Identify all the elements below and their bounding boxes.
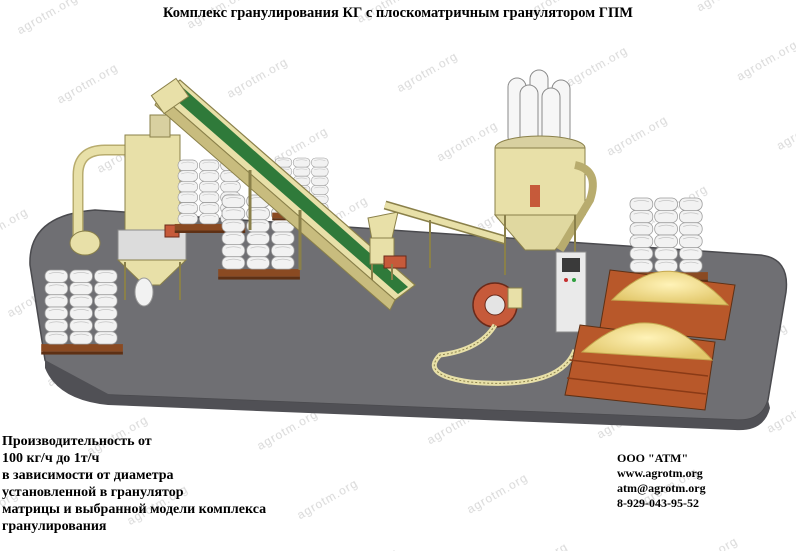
bag-stack-right xyxy=(626,198,708,283)
bag-stack-left xyxy=(41,270,123,355)
performance-line: установленной в гранулятор xyxy=(2,485,184,500)
page-title: Комплекс гранулирования КГ с плоскоматри… xyxy=(163,5,633,21)
cyclone-duct xyxy=(69,144,135,256)
control-cabinet xyxy=(555,251,587,333)
inclined-conveyor xyxy=(150,77,416,311)
email-link[interactable]: atm@agrotm.org xyxy=(617,481,706,495)
phone-number: 8-929-043-95-52 xyxy=(617,496,699,510)
performance-line: гранулирования xyxy=(2,519,107,534)
screw-conveyor xyxy=(383,200,507,268)
performance-line: 100 кг/ч до 1т/ч xyxy=(2,451,100,466)
website-link[interactable]: www.agrotm.org xyxy=(617,466,703,480)
performance-line: матрицы и выбранной модели комплекса xyxy=(2,502,267,517)
granulator xyxy=(367,211,407,280)
performance-description: Производительность от 100 кг/ч до 1т/ч в… xyxy=(2,433,266,535)
dryer-unit xyxy=(116,114,188,307)
performance-line: Производительность от xyxy=(2,434,152,449)
contact-block: ООО "АТМ" www.agrotm.org atm@agrotm.org … xyxy=(617,451,706,511)
blower xyxy=(472,282,523,328)
pellet-crate-back xyxy=(599,269,736,341)
mixer-unit xyxy=(493,69,597,275)
performance-line: в зависимости от диаметра xyxy=(2,468,174,483)
company-name: ООО "АТМ" xyxy=(617,451,689,465)
pellet-crate-front xyxy=(564,322,716,411)
